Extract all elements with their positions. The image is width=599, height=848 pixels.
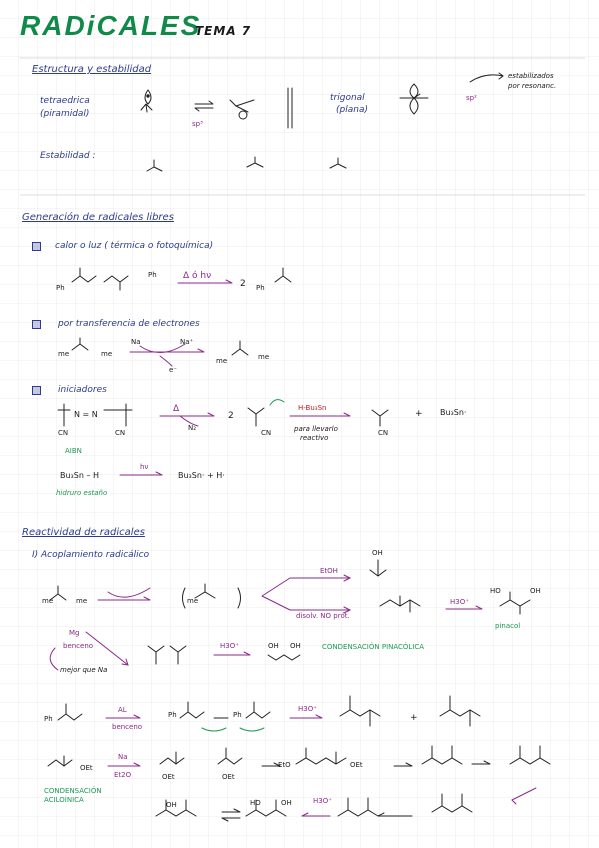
tema-label: TEMA 7 — [195, 24, 252, 38]
label-ph-4: Ph — [44, 715, 53, 723]
label-aibn: AIBN — [65, 447, 82, 455]
label-na-b: Na — [118, 753, 128, 761]
label-na: Na — [131, 338, 141, 346]
label-oh-1: OH — [372, 549, 383, 557]
label-cn-4: CN — [378, 429, 389, 437]
label-me-5: me — [42, 597, 54, 605]
label-me-6: me — [76, 597, 88, 605]
label-e-minus: e⁻ — [169, 366, 178, 374]
label-oh-6: OH — [166, 801, 177, 809]
label-piramidal: (piramidal) — [40, 109, 90, 119]
section-generacion-heading: Generación de radicales libres — [22, 212, 174, 223]
label-ph-1: Ph — [56, 284, 65, 292]
label-plana: (plana) — [336, 105, 368, 115]
label-estabilidad: Estabilidad : — [40, 151, 96, 161]
label-oet-1: OEt — [162, 773, 175, 781]
label-por-resonancia: por resonanc. — [508, 82, 557, 90]
label-me-2: me — [101, 350, 113, 358]
label-hidruro: hidruro estaño — [56, 489, 108, 497]
label-delta: Δ — [173, 404, 180, 414]
label-cn-2: CN — [115, 429, 126, 437]
label-pinacol: pinacol — [495, 622, 521, 630]
bullet-box — [32, 320, 41, 329]
label-oet-2: OEt — [222, 773, 235, 781]
section-estructura-heading: Estructura y estabilidad — [32, 64, 152, 75]
label-bu3sn-h-rad: Bu₃Sn· + H· — [178, 471, 225, 480]
label-al: AL — [118, 706, 127, 714]
label-cn-3: CN — [261, 429, 272, 437]
label-trigonal: trigonal — [330, 93, 365, 103]
label-two: 2 — [240, 279, 246, 289]
label-n2: N₂ — [188, 424, 197, 432]
label-bu3sn-rad: Bu₃Sn· — [440, 408, 467, 417]
label-azo: N = N — [74, 410, 98, 419]
label-h3o-d: H3O⁺ — [313, 797, 332, 805]
label-plus: + — [415, 409, 423, 419]
label-me-1: me — [58, 350, 70, 358]
label-oh-4: OH — [290, 642, 301, 650]
label-mg: Mg — [69, 629, 80, 637]
label-calor-luz: calor o luz ( térmica o fotoquímica) — [55, 241, 214, 251]
label-delta-hv: Δ ó hν — [183, 271, 212, 281]
section-reactividad-heading: Reactividad de radicales — [22, 527, 145, 538]
label-oet-3: OEt — [80, 764, 93, 772]
label-h-bu3sn: H-Bu₃Sn — [298, 404, 327, 412]
label-iniciadores: iniciadores — [58, 385, 107, 395]
label-ph-2: Ph — [148, 271, 157, 279]
label-ho-1: HO — [490, 587, 501, 595]
label-me-3: me — [216, 357, 228, 365]
bullet-box — [32, 242, 41, 251]
label-mejor-que-na: mejor que Na — [60, 666, 108, 674]
label-para-llevarlo: para llevarlo — [294, 425, 338, 433]
label-oet-4: OEt — [350, 761, 363, 769]
label-condensacion-aciloinica: CONDENSACIÓN ACILOÍNICA — [44, 787, 102, 805]
bullet-box — [32, 386, 41, 395]
label-cn-1: CN — [58, 429, 69, 437]
label-etoh: EtOH — [320, 567, 338, 575]
label-oh-5: OH — [281, 799, 292, 807]
page-title: RADiCALES — [20, 10, 202, 41]
label-ph-6: Ph — [233, 711, 242, 719]
label-eto: EtO — [278, 761, 291, 769]
label-bu3sn-h: Bu₃Sn – H — [60, 471, 100, 480]
label-h3o-a: H3O⁺ — [450, 598, 469, 606]
label-plus-b: + — [410, 713, 418, 723]
label-oh-2: OH — [530, 587, 541, 595]
label-transferencia: por transferencia de electrones — [58, 319, 200, 329]
label-ph-3: Ph — [256, 284, 265, 292]
label-eter: Et2O — [114, 771, 132, 779]
orbital-shape — [144, 89, 152, 105]
label-reactivo: reactivo — [300, 434, 329, 442]
label-tetraedrica: tetraedrica — [40, 96, 90, 106]
label-oh-3: OH — [268, 642, 279, 650]
label-hv: hν — [140, 463, 149, 471]
label-na-plus: Na⁺ — [180, 338, 194, 346]
label-h3o-c: H3O⁺ — [298, 705, 317, 713]
label-estabilizados: estabilizados — [508, 72, 554, 80]
label-sp3: sp³ — [192, 120, 203, 128]
label-me-4: me — [258, 353, 270, 361]
label-ph-5: Ph — [168, 711, 177, 719]
label-benceno: benceno — [63, 642, 94, 650]
label-me-7: me — [187, 597, 199, 605]
label-sp2: sp² — [466, 94, 477, 102]
label-benceno2: benceno — [112, 723, 143, 731]
label-condensacion-pinacolica: CONDENSACIÓN PINACÓLICA — [322, 643, 425, 651]
label-two-b: 2 — [228, 411, 234, 421]
label-h3o-b: H3O⁺ — [220, 642, 239, 650]
label-ho-2: HO — [250, 799, 261, 807]
label-acoplamiento: I) Acoplamiento radicálico — [32, 550, 150, 560]
label-disolv: disolv. NO prót. — [296, 612, 350, 620]
